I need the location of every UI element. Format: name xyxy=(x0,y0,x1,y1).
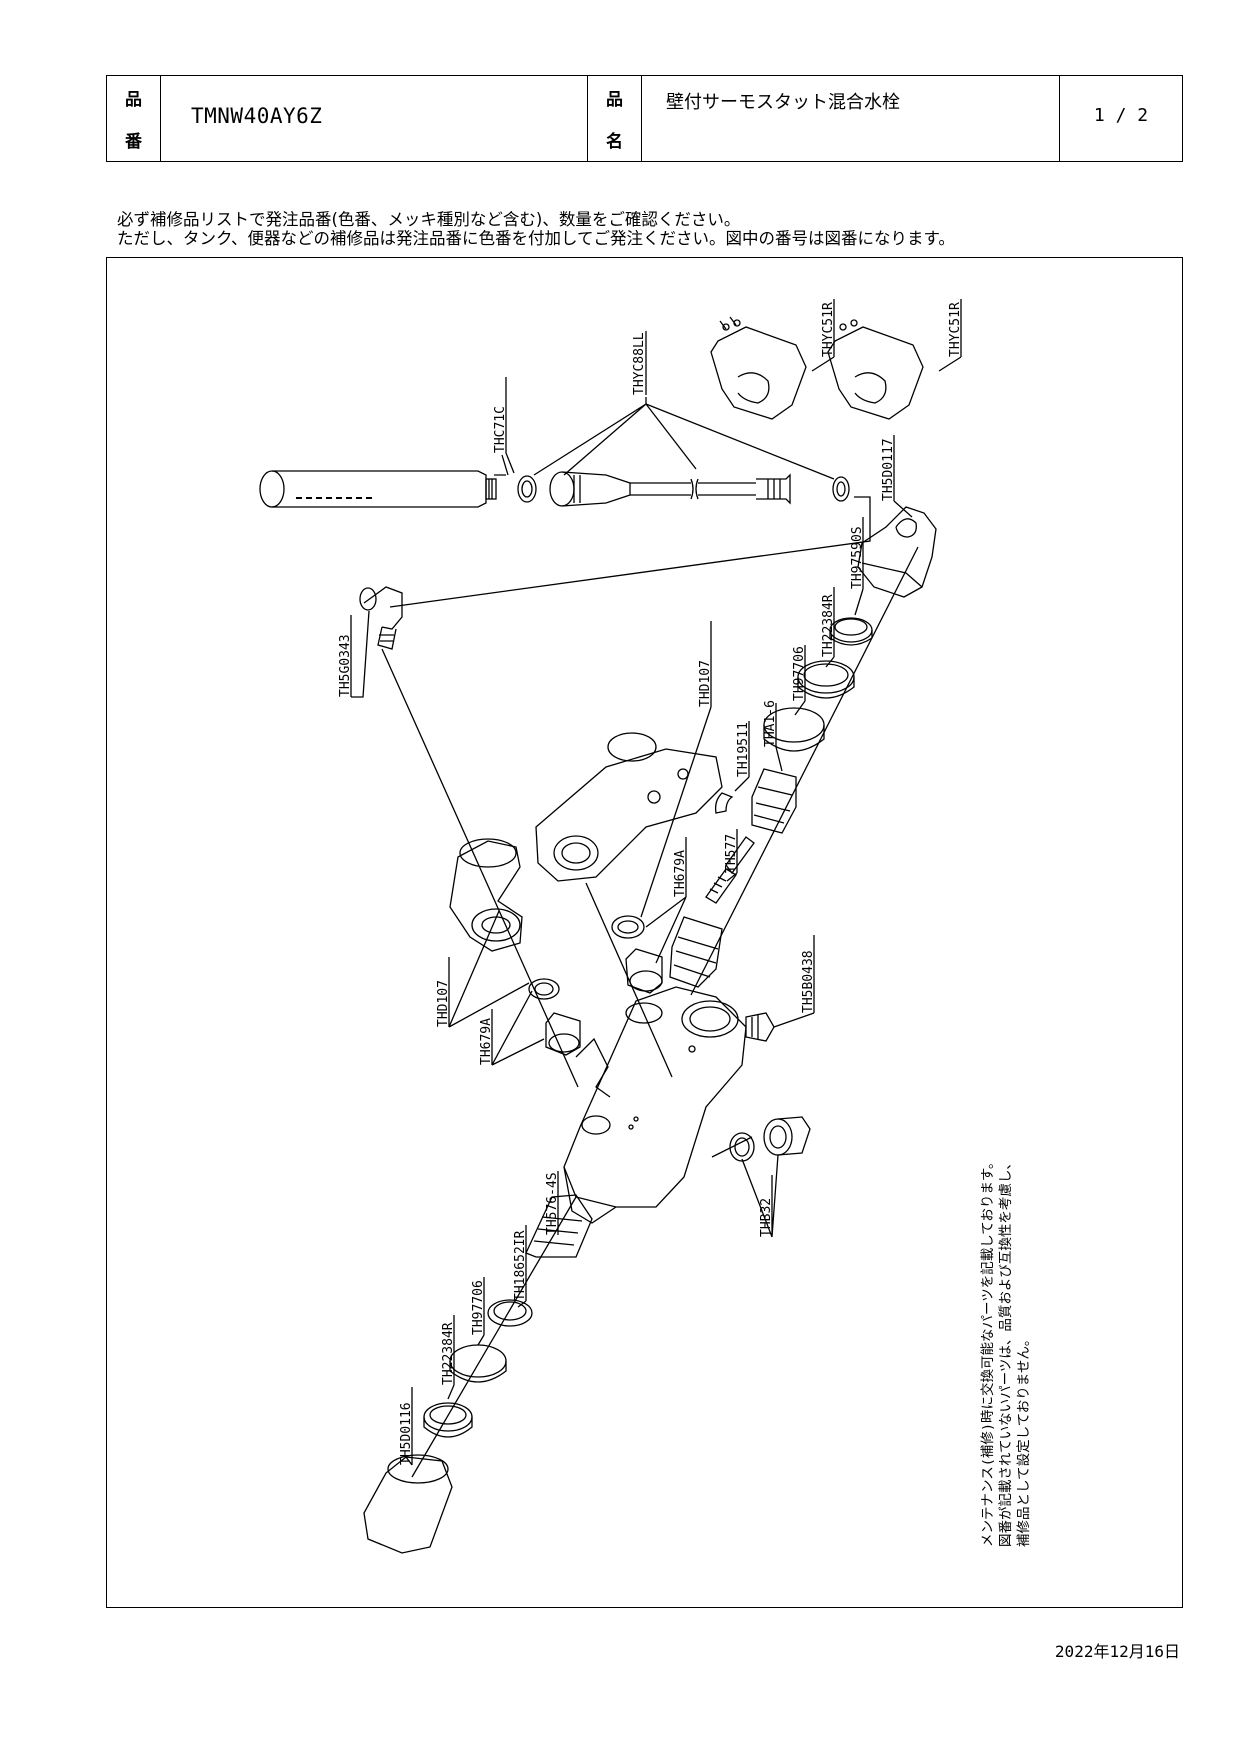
handle-th5d0117 xyxy=(857,506,937,598)
label-th32: THB32 xyxy=(759,1198,774,1237)
shower-hanger-left xyxy=(710,316,807,420)
guide-line-strainer xyxy=(711,1136,753,1158)
drawing-frame xyxy=(106,257,1183,1608)
maintenance-note-line-2: 図番が記載されていないパーツは、品質および互換性を考慮し、 xyxy=(997,1156,1014,1547)
page-number: 1 / 2 xyxy=(1093,105,1149,126)
hinmei-label-top: 品 xyxy=(606,89,623,110)
label-th97706-bottom: TH97706 xyxy=(471,1280,486,1335)
guide-line-hose xyxy=(389,496,871,608)
handle-th5d0116 xyxy=(363,1454,453,1554)
guide-line-lower-cartridge xyxy=(411,1196,577,1478)
shower-hanger-right xyxy=(827,319,924,420)
guide-line-left-spout xyxy=(575,1037,611,1098)
product-name: 壁付サーモスタット混合水栓 xyxy=(666,92,900,113)
label-th5d0117: TH5D0117 xyxy=(881,438,896,501)
label-th679a-left: TH679A xyxy=(479,1018,494,1065)
ring-th18652ir xyxy=(487,1299,533,1327)
guide-line-upper-spout xyxy=(585,882,673,1078)
label-thyc88ll: THYC88LL xyxy=(632,332,647,395)
label-th576-4s: TH576-4S xyxy=(545,1172,560,1235)
label-th22384r-top: TH22384R xyxy=(821,594,836,657)
ring-th22384r-top xyxy=(797,660,855,699)
label-thc71c: THC71C xyxy=(493,406,508,453)
label-th19511: TH19511 xyxy=(736,722,751,777)
maintenance-note-line-3: 補修品として設定しておりません。 xyxy=(1016,1333,1032,1547)
stem-th577 xyxy=(705,836,755,904)
label-th5g0343: TH5G0343 xyxy=(338,634,353,697)
order-notice-line-2: ただし、タンク、便器などの補修品は発注品番に色番を付加してご発注ください。図中の… xyxy=(117,229,955,248)
nut-th97590s xyxy=(829,617,873,646)
hinban-label-top: 品 xyxy=(125,89,142,110)
guide-line-elbow xyxy=(381,648,579,1088)
spout-left-thd107 xyxy=(449,838,523,952)
guide-line-right-cartridge xyxy=(690,546,919,996)
label-th5b0438: TH5B0438 xyxy=(801,950,816,1013)
label-leaders xyxy=(350,299,962,1466)
leader-line-thc71c xyxy=(494,454,509,476)
o-ring-hose-end xyxy=(832,476,850,502)
page-cell: 1 / 2 xyxy=(1060,76,1182,161)
label-th97590s: TH97590S xyxy=(850,526,865,589)
exploded-parts-diagram: THC71C THYC88LL THYC51R THYC51R TH5D0117… xyxy=(259,299,1032,1554)
order-notice: 必ず補修品リストで発注品番(色番、メッキ種別など含む)、数量をご確認ください。 … xyxy=(117,210,955,248)
valve-body xyxy=(563,986,747,1224)
o-ring-th679a-upper xyxy=(611,915,645,939)
label-th22384r-bottom: TH22384R xyxy=(441,1322,456,1385)
product-name-cell: 壁付サーモスタット混合水栓 xyxy=(642,76,1060,161)
shower-head-drawing xyxy=(259,470,497,508)
o-ring-thc71c xyxy=(517,475,537,503)
hose-drawing xyxy=(549,471,791,507)
ring-thb32 xyxy=(729,1132,755,1162)
hinmei-label-cell: 品 名 xyxy=(588,76,642,161)
adapter-th679a-left xyxy=(545,1012,581,1056)
o-ring-th679a-left xyxy=(528,978,560,1000)
elbow-fitting xyxy=(359,586,403,650)
order-notice-line-1: 必ず補修品リストで発注品番(色番、メッキ種別など含む)、数量をご確認ください。 xyxy=(117,210,741,229)
hinban-label-bottom: 番 xyxy=(125,132,142,153)
label-th97706-top: TH97706 xyxy=(792,646,807,701)
label-th577: TH577 xyxy=(724,834,739,873)
label-tha1-6: THA1-6 xyxy=(763,700,778,747)
label-th5d0116: TH5D0116 xyxy=(399,1402,414,1465)
hinmei-label-bottom: 名 xyxy=(606,132,623,153)
document-date: 2022年12月16日 xyxy=(1054,1642,1180,1661)
check-valve-th5b0438 xyxy=(745,1012,775,1042)
label-thd107-top: THD107 xyxy=(698,660,713,707)
header-table: 品 番 TMNW40AY6Z 品 名 壁付サーモスタット混合水栓 1 / 2 xyxy=(106,75,1183,162)
maintenance-note-line-1: メンテナンス(補修)時に交換可能なパーツを記載しております。 xyxy=(979,1155,996,1547)
hinban-label-cell: 品 番 xyxy=(107,76,161,161)
label-th679a-top: TH679A xyxy=(673,850,688,897)
leader-line-thyc88ll xyxy=(533,403,835,480)
clip-th19511 xyxy=(714,792,734,814)
label-thyc51r-a: THYC51R xyxy=(821,302,836,357)
label-thd107-left: THD107 xyxy=(436,980,451,1027)
product-code: TMNW40AY6Z xyxy=(191,104,323,128)
ring-th22384r-bottom xyxy=(423,1402,473,1438)
spout-upper-thd107 xyxy=(535,732,723,882)
product-code-cell: TMNW40AY6Z xyxy=(161,76,588,161)
label-th18652ir: TH18652IR xyxy=(513,1230,528,1301)
label-thyc51r-b: THYC51R xyxy=(948,302,963,357)
cartridge-th576 xyxy=(669,916,723,988)
ring-th97706-top xyxy=(763,707,825,752)
strainer-thb32 xyxy=(763,1116,811,1156)
